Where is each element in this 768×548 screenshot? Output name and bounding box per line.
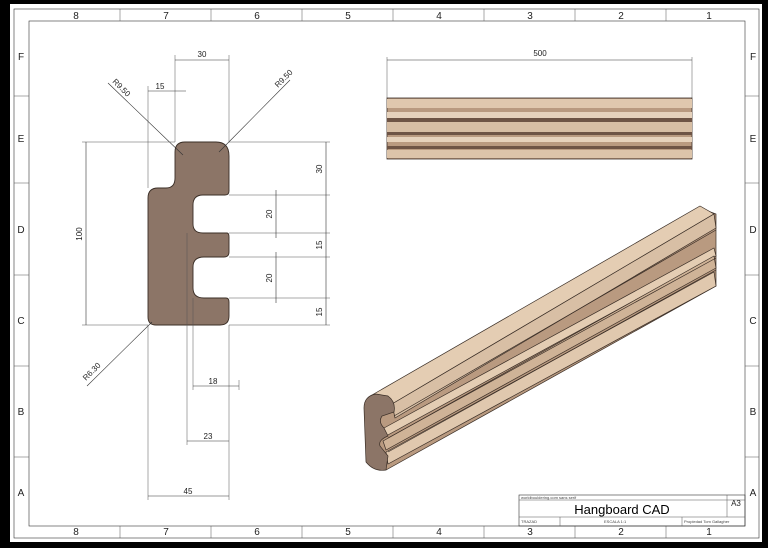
zone-row-label: B [18,407,25,418]
title-block-note: worldbouldering.com sans serif [521,495,577,500]
zone-col-label: 6 [254,11,260,22]
zone-col-label: 1 [706,527,712,538]
zone-col-label: 7 [163,11,169,22]
zone-col-label: 1 [706,11,712,22]
sheet-size: A3 [731,499,741,508]
outer-frame [13,8,760,539]
dim-label: 30 [198,50,207,59]
title-block-scale: ESCALA 1:1 [604,519,627,524]
dim-label: 20 [265,273,274,282]
zone-col-label: 5 [345,11,351,22]
title-block-drawn: TRAZAD [521,519,537,524]
zone-col-label: 3 [527,11,533,22]
dim-height-100: 100 [75,141,175,326]
drawing-title: Hangboard CAD [574,502,669,517]
side-view: 500 [386,49,693,160]
zone-row-label: C [749,316,756,327]
zone-col-label: 7 [163,527,169,538]
hangboard-profile [147,141,230,326]
zone-row-label: A [750,488,757,499]
zone-row-label: B [750,407,757,418]
zone-row-label: C [17,316,24,327]
dim-label: 15 [315,307,324,316]
dim-label: 100 [75,227,84,241]
zone-row-label: A [18,488,25,499]
zone-col-label: 3 [527,527,533,538]
zone-col-label: 8 [73,527,79,538]
zone-rows-left: F E D C B A [17,52,24,499]
zone-row-label: F [18,52,24,63]
dim-label: 20 [265,209,274,218]
zone-row-label: E [18,134,25,145]
dim-label: 18 [209,377,218,386]
zone-columns-bottom: 8 7 6 5 4 3 2 1 [73,527,712,538]
zone-col-label: 4 [436,527,442,538]
zone-row-label: D [749,225,756,236]
zone-col-label: 2 [618,11,624,22]
zone-col-label: 2 [618,527,624,538]
title-block: worldbouldering.com sans serif Hangboard… [518,494,746,527]
dim-label: 500 [533,49,547,58]
dim-label: 15 [315,240,324,249]
dim-label: 15 [156,82,165,91]
zone-col-label: 6 [254,527,260,538]
zone-rows-right: F E D C B A [749,52,756,499]
zone-col-label: 5 [345,527,351,538]
title-block-owner: Propiedad Tom Gallagher [684,519,730,524]
inner-frame [28,20,746,527]
dim-bottom-chain: 18 23 45 [147,233,240,500]
dim-right-chain: 30 20 15 20 15 [229,141,330,326]
dim-label: 30 [315,164,324,173]
zone-row-label: E [750,134,757,145]
dim-top-30: 30 [174,50,230,142]
zone-col-label: 4 [436,11,442,22]
isometric-view [363,205,717,471]
zone-row-label: F [750,52,756,63]
dim-hook-15: 15 [147,82,186,188]
zone-row-label: D [17,225,24,236]
zone-columns-top: 8 7 6 5 4 3 2 1 [73,11,712,22]
zone-ticks [14,9,759,538]
zone-col-label: 8 [73,11,79,22]
dim-label: 23 [204,432,213,441]
dim-label: 45 [184,487,193,496]
